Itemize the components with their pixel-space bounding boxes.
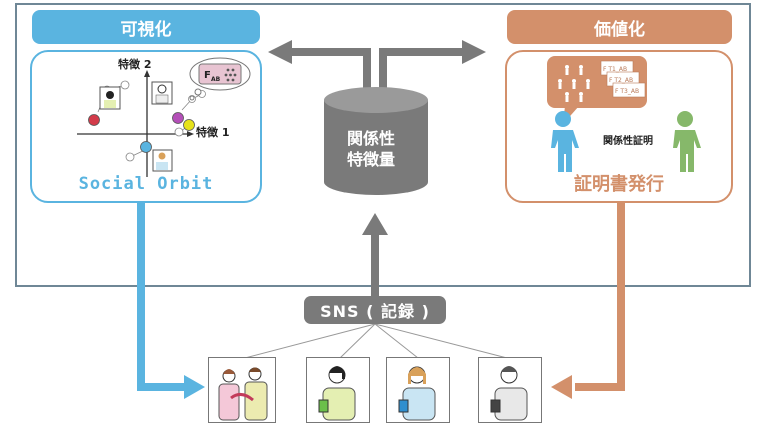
- visualize-header: 可視化: [32, 10, 260, 44]
- orbit-point-red: [88, 114, 100, 126]
- sns-up-shaft: [371, 232, 379, 298]
- card-3: F T3_AB: [615, 88, 639, 95]
- relation-proof-label: 関係性証明: [603, 136, 653, 147]
- blue-shaft-horizontal: [137, 383, 187, 391]
- database-cylinder: [324, 87, 428, 195]
- orange-shaft-horizontal: [575, 383, 625, 391]
- card-1: F T1_AB: [603, 66, 627, 73]
- social-orbit-plot: F AB: [77, 57, 251, 177]
- db-output-arrows: [268, 40, 486, 298]
- axis-x-label: 特徴 1: [196, 126, 230, 139]
- user-woman-dark-hair: [306, 357, 370, 423]
- person-left-icon: [551, 111, 579, 172]
- user-couple: [208, 357, 276, 423]
- social-orbit-title: Social Orbit: [78, 174, 214, 194]
- blue-feedback-arrow: [137, 203, 205, 399]
- sns-connectors: [244, 323, 508, 359]
- system-frame: [15, 3, 751, 287]
- orbit-point-blue: [140, 141, 152, 153]
- orange-head: [551, 375, 572, 399]
- orbit-point: [125, 152, 135, 162]
- database-line-1: 関係性: [346, 129, 395, 148]
- woman-glasses-illustration: [398, 366, 436, 421]
- couple-illustration: [218, 367, 268, 421]
- arrow-shaft-right: [379, 48, 464, 56]
- card-2: F T2_AB: [609, 77, 633, 84]
- certificate-panel: F T1_AB F T2_AB F T3_AB 関係性証明 証明書発行: [505, 50, 733, 203]
- person-right-icon: [673, 111, 701, 172]
- orbit-point: [174, 127, 184, 137]
- orbit-person-3: [152, 149, 173, 172]
- blue-head: [184, 375, 205, 399]
- db-stem-right: [379, 56, 387, 96]
- user-man-glasses: [478, 357, 542, 423]
- certificate-illustration: F T1_AB F T2_AB F T3_AB: [547, 56, 701, 172]
- arrow-head-left: [268, 40, 292, 64]
- blue-shaft-vertical: [137, 203, 145, 391]
- axis-y-label: 特徴 2: [118, 58, 152, 71]
- arrow-head-right: [462, 40, 486, 64]
- social-orbit-panel: F AB 特徴 2 特徴 1 Social Orbit: [30, 50, 262, 203]
- network-icon: [224, 68, 237, 82]
- user-woman-glasses: [386, 357, 450, 423]
- thought-bubble: F AB: [189, 57, 251, 101]
- db-stem-left: [363, 56, 371, 96]
- bubble-label: F: [204, 70, 211, 81]
- orange-shaft-vertical: [617, 203, 625, 391]
- database-label: 関係性 特徴量: [321, 128, 421, 170]
- certificate-title: 証明書発行: [574, 174, 664, 195]
- sns-record-label: SNS ( 記録 ): [304, 296, 446, 324]
- y-axis-arrow-icon: [144, 70, 150, 77]
- network-people-icon: [558, 65, 590, 102]
- woman-dark-hair-illustration: [318, 366, 356, 421]
- arrow-shaft-left: [288, 48, 371, 56]
- database-line-2: 特徴量: [346, 150, 395, 169]
- orbit-point-yellow: [183, 119, 195, 131]
- orbit-point: [120, 80, 130, 90]
- sns-up-head: [362, 213, 388, 235]
- orbit-person-1: [99, 86, 121, 110]
- orange-feedback-arrow: [551, 203, 625, 399]
- x-axis-arrow-icon: [187, 131, 194, 137]
- orbit-person-2: [151, 81, 173, 105]
- bubble-sub: AB: [211, 76, 221, 83]
- feature-cards: F T1_AB F T2_AB F T3_AB: [600, 60, 646, 98]
- man-glasses-illustration: [490, 366, 528, 421]
- valorize-header: 価値化: [507, 10, 732, 44]
- orbit-point-purple: [172, 112, 184, 124]
